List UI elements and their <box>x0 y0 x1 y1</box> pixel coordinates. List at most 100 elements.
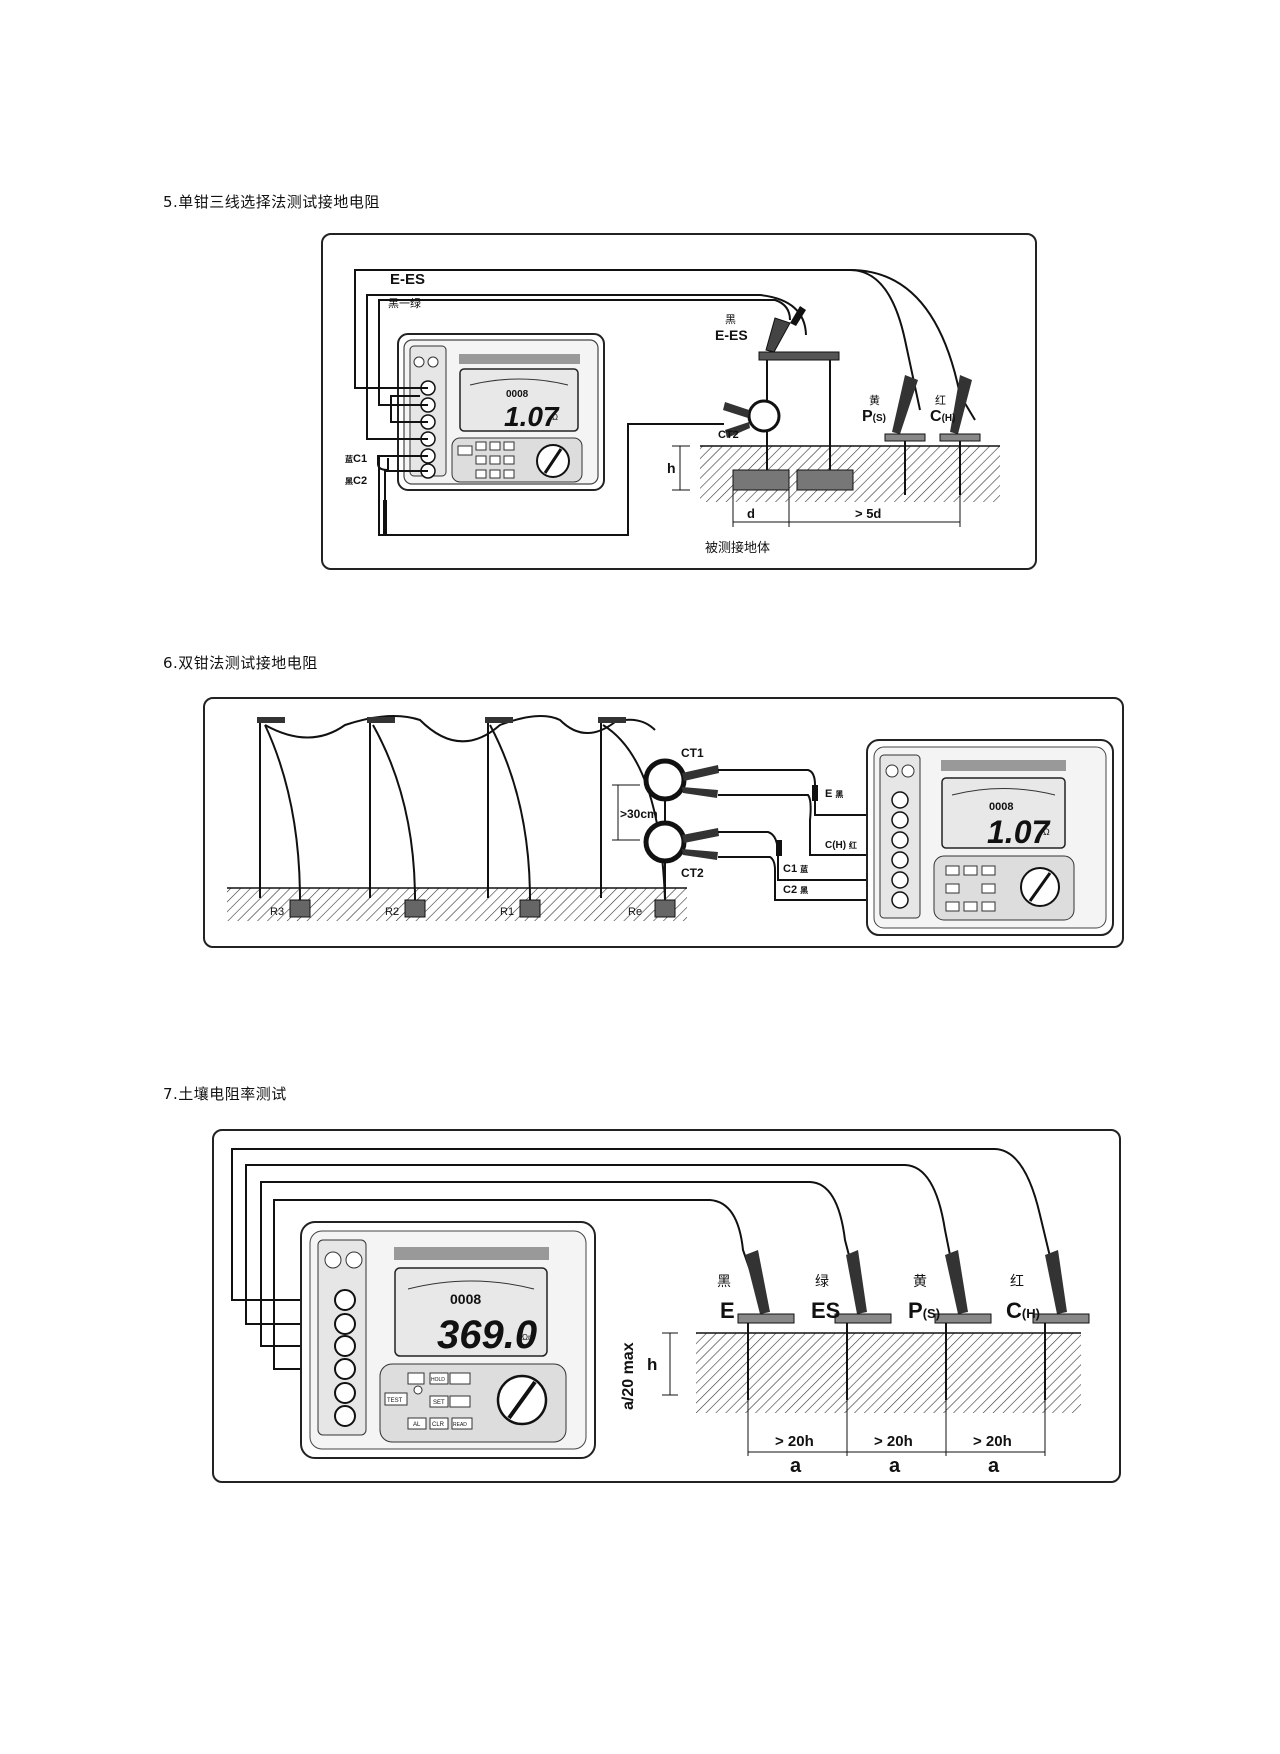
s6-terminal-4 <box>891 851 909 869</box>
s6-resistor-label-0: R3 <box>270 906 284 918</box>
s5-clip-color: 黑 <box>725 313 736 326</box>
s5-c2-label: 黑C2 <box>345 475 367 487</box>
s6-lcd-unit: Ω <box>1043 827 1050 837</box>
s5-clip-label: E-ES <box>715 327 748 343</box>
s7-button-test <box>384 1392 408 1406</box>
s7-button-read <box>451 1417 473 1430</box>
s7-depth-max: a/20 max <box>620 1342 637 1410</box>
s6-resistor-re <box>654 899 676 918</box>
s7-probe-p <box>934 1250 992 1400</box>
s7-probe-c <box>1032 1250 1090 1400</box>
s7-button-hold-label: HOLD <box>431 1377 445 1383</box>
s7-probe-es <box>834 1250 892 1400</box>
s6-ch-label: C(H) 红 <box>825 840 857 851</box>
s5-lead-label: E-ES <box>390 271 425 288</box>
s7-lcd <box>394 1267 548 1357</box>
s7-button-al <box>407 1417 427 1430</box>
s7-spacing-a-1: a <box>889 1455 901 1477</box>
s7-spacing-min-2: > 20h <box>973 1433 1012 1450</box>
s7-terminal-5 <box>334 1382 356 1404</box>
s6-c2-label: C2 黑 <box>783 884 808 896</box>
s5-dist-5d: > 5d <box>855 506 881 521</box>
s6-terminal-6 <box>891 891 909 909</box>
s7-button-clr-label: CLR <box>432 1422 445 1428</box>
s5-c1-label: 蓝C1 <box>345 453 367 465</box>
s5-bar <box>758 351 840 361</box>
s6-terminal-1 <box>891 791 909 809</box>
s7-lcd-big: 369.0 <box>437 1313 537 1357</box>
s7-depth-label: h <box>647 1355 657 1374</box>
s7-terminal-4 <box>334 1358 356 1380</box>
s6-lcd <box>941 777 1066 849</box>
s6-resistor-label-1: R2 <box>385 906 399 918</box>
s7-depth-dim <box>662 1332 678 1396</box>
s5-lcd-small: 0008 <box>506 389 529 400</box>
s5-probe-p <box>884 375 926 495</box>
s7-button-read-label: READ <box>453 1422 467 1428</box>
s7-spacing-a-2: a <box>988 1455 1000 1477</box>
s5-dimensions <box>672 445 961 527</box>
s6-meter <box>866 739 1114 936</box>
s7-probe-color-1: 绿 <box>815 1273 829 1289</box>
s6-spacing-dim <box>612 784 640 841</box>
s7-probe-color-0: 黑 <box>717 1273 731 1289</box>
section7-title: 7.土壤电阻率测试 <box>163 1085 287 1103</box>
s6-resistor-r2 <box>404 899 426 918</box>
s6-resistor-label-2: R1 <box>500 906 514 918</box>
s7-terminal-2 <box>334 1313 356 1335</box>
s5-ct2-clamp <box>723 399 781 438</box>
s7-probe-label-3: C(H) <box>1006 1298 1040 1323</box>
s7-probe-color-2: 黄 <box>913 1273 927 1289</box>
s7-spacing-a-0: a <box>790 1455 802 1477</box>
s7-button-clr <box>429 1417 449 1430</box>
s7-button-set-label: SET <box>433 1400 445 1406</box>
s7-probe-label-2: P(S) <box>908 1298 940 1323</box>
s7-spacing-dims <box>747 1400 1046 1456</box>
s7-button-arrow-up <box>407 1372 425 1385</box>
s5-p-label: P(S) <box>862 408 886 425</box>
s5-lcd-unit: Ω <box>552 413 558 422</box>
s6-terminal-5 <box>891 871 909 889</box>
s7-terminal-1 <box>334 1289 356 1311</box>
s7-button-al-label: AL <box>413 1422 421 1428</box>
s7-terminal-6 <box>334 1405 356 1427</box>
s5-lcd-big: 1.07 <box>504 401 560 432</box>
s6-lcd-small: 0008 <box>989 801 1013 813</box>
s7-button-test-label: TEST <box>387 1398 403 1404</box>
s6-resistor-r1 <box>519 899 541 918</box>
s6-lcd-big: 1.07 <box>987 814 1051 850</box>
s7-probe-label-1: ES <box>811 1298 840 1323</box>
section6-title: 6.双钳法测试接地电阻 <box>163 654 318 672</box>
section5-title: 5.单钳三线选择法测试接地电阻 <box>163 193 380 211</box>
s5-lead-color: 黑一绿 <box>388 296 421 310</box>
s6-resistor-label-3: Re <box>628 906 642 918</box>
s6-ct2-label: CT2 <box>681 866 704 880</box>
s6-terminal-3 <box>891 831 909 849</box>
s6-resistor-r3 <box>289 899 311 918</box>
s5-earth-body-2 <box>796 469 854 491</box>
s7-probe-color-3: 红 <box>1010 1273 1024 1289</box>
s7-lcd-small: 0008 <box>450 1291 481 1307</box>
s6-e-label: E 黑 <box>825 788 843 800</box>
s7-terminal-3 <box>334 1335 356 1357</box>
s5-meter <box>397 333 605 491</box>
s7-wires <box>231 1148 1059 1370</box>
s5-body-label: 被测接地体 <box>705 540 770 555</box>
s6-c1-label: C1 蓝 <box>783 863 808 875</box>
s7-button-arrow-down <box>449 1395 471 1408</box>
s7-ground <box>696 1333 1081 1413</box>
s5-ct2-label: CT2 <box>718 429 739 441</box>
s6-ct1-label: CT1 <box>681 746 704 760</box>
s5-lcd <box>459 368 579 432</box>
s5-c-color: 红 <box>935 394 946 407</box>
s6-spacing-label: >30cm <box>620 807 658 821</box>
s5-depth-label: h <box>667 460 676 476</box>
s7-meter <box>300 1221 596 1459</box>
s7-lcd-unit: Ωm <box>522 1333 535 1342</box>
s7-button-hold <box>429 1372 449 1385</box>
s5-probe-c <box>939 375 981 495</box>
s7-probe-e <box>737 1250 795 1400</box>
